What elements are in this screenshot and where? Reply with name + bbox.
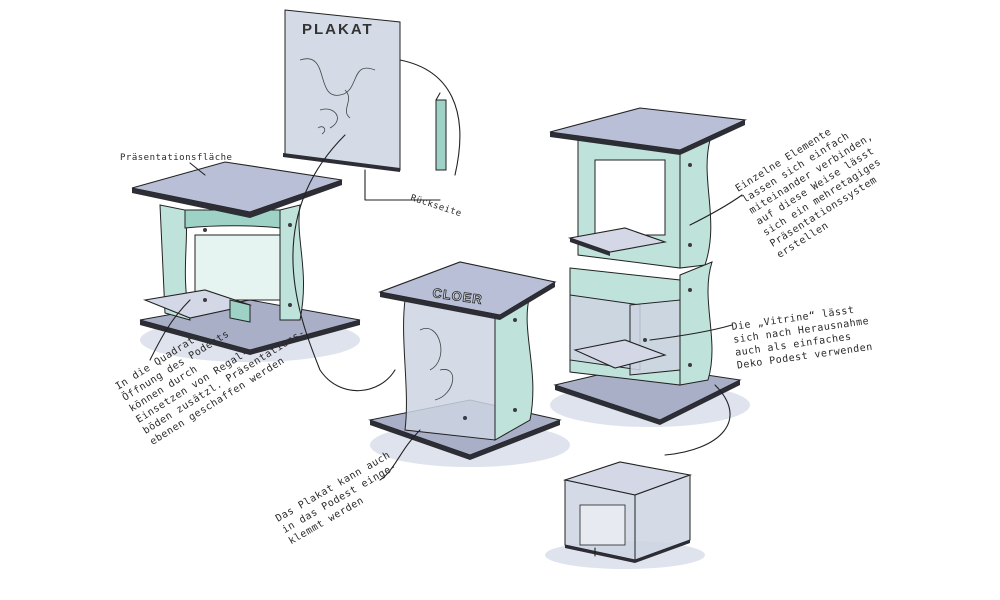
vitrine-to-deco-arrow <box>664 384 731 456</box>
pedestal-left: Präsentationsfläche In die Quadrat- Öffn… <box>114 153 361 448</box>
deco-pedestal <box>545 461 705 569</box>
tower-top-note: Einzelne Elemente lassen sich einfach mi… <box>734 126 884 260</box>
poster-back-label: Rückseite <box>409 193 463 219</box>
tower-right: Einzelne Elemente lassen sich einfach mi… <box>549 107 884 427</box>
tower-bottom-note: Die „Vitrine“ lässt sich nach Herausnahm… <box>731 305 874 372</box>
poster-title: PLAKAT <box>302 21 374 38</box>
pedestal-center-note: Das Plakat kann auch in das Podest einge… <box>274 450 399 547</box>
svg-text:in das Podest einge-: in das Podest einge- <box>281 461 399 536</box>
poster-panel: PLAKAT Rückseite <box>283 9 463 219</box>
presentation-surface-label: Präsentationsfläche <box>120 153 232 163</box>
poster-to-pedestal-arrow <box>292 134 396 392</box>
brand-logo: CLOER <box>432 285 484 307</box>
pedestal-center: CLOER Das Plakat kann auch in das Podest… <box>274 261 570 547</box>
